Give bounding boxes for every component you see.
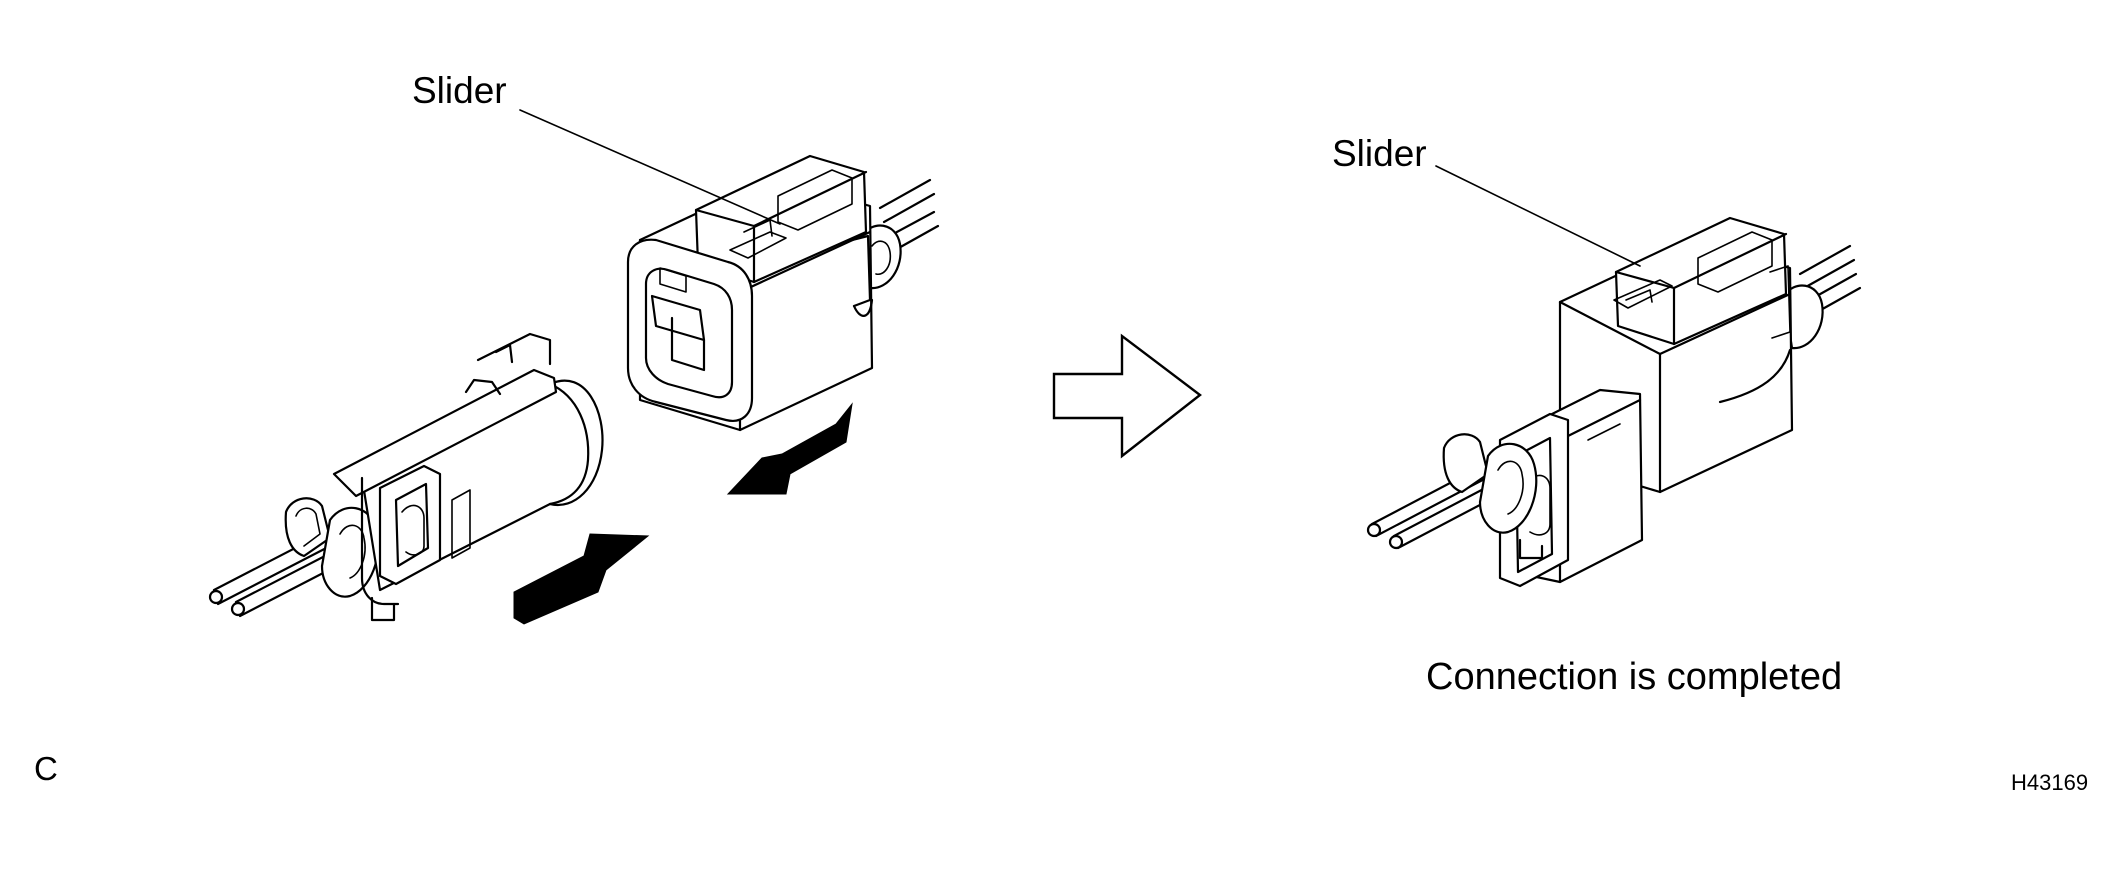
female-connector (626, 154, 940, 432)
slider-label-left: Slider (412, 70, 507, 111)
push-arrow-right-icon (513, 533, 650, 625)
leader-line-slider-left (519, 109, 781, 225)
slider-label-right: Slider (1332, 133, 1427, 174)
leader-line-slider-right (1435, 165, 1641, 267)
figure-reference-code: H43169 (2011, 770, 2089, 795)
connected-assembly (1366, 216, 1862, 588)
connection-completed-caption: Connection is completed (1426, 656, 1843, 698)
push-arrow-left-icon (726, 402, 853, 495)
male-connector (208, 332, 604, 622)
panel-letter: C (34, 750, 58, 787)
push-arrows (513, 402, 853, 625)
transition-arrow-icon (1052, 333, 1202, 459)
